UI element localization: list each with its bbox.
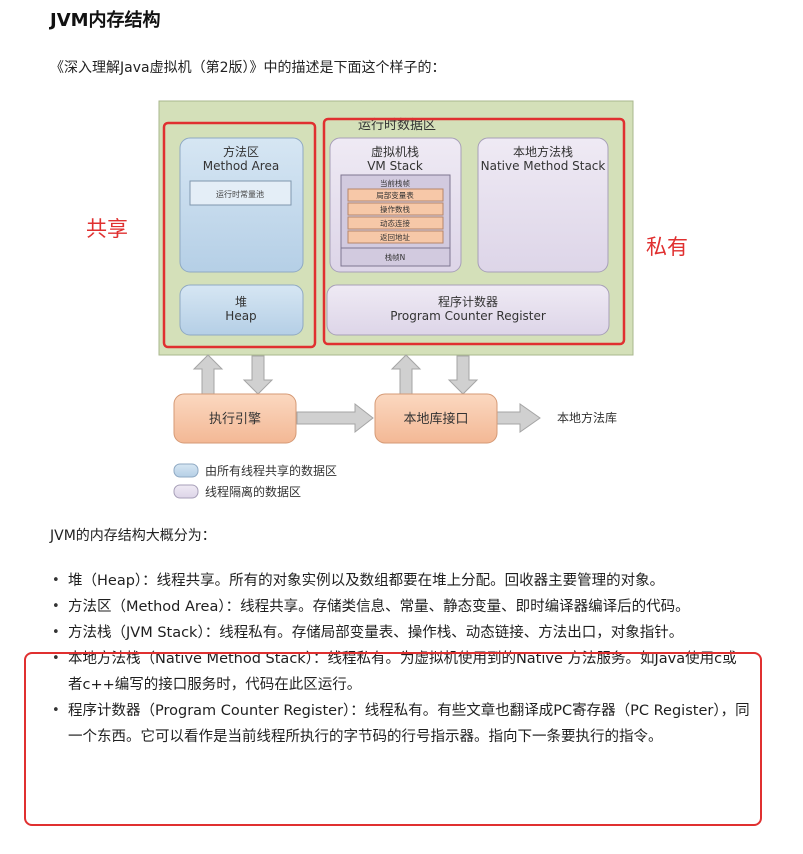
private-highlight: [322, 117, 626, 346]
frame-item: [347, 230, 444, 244]
arrow-down-icon: [447, 355, 479, 395]
shared-highlight: [162, 121, 317, 349]
private-items-highlight: [24, 652, 762, 826]
method-area-label: 方法区: [223, 144, 259, 159]
frame-item: [347, 188, 444, 202]
frame-item-label: 返回地址: [380, 232, 410, 242]
vm-stack-label-en: VM Stack: [367, 159, 423, 173]
runtime-constant-pool-label: 运行时常量池: [216, 189, 264, 199]
frame-item-label: 局部变量表: [376, 190, 414, 200]
heap-box: [179, 284, 304, 336]
native-method-stack-box: [477, 137, 609, 273]
heap-label: 堆: [235, 295, 247, 309]
runtime-constant-pool: [189, 180, 292, 206]
native-stack-label-en: Native Method Stack: [481, 159, 606, 173]
frame-item-label: 操作数栈: [380, 204, 410, 214]
pc-register-label-en: Program Counter Register: [390, 309, 546, 323]
execution-engine-label: 执行引擎: [209, 412, 261, 427]
execution-engine-box: [173, 393, 297, 444]
runtime-area-label: 运行时数据区: [358, 118, 436, 133]
shared-label: 共享: [86, 217, 128, 241]
legend-isolated-swatch: [173, 484, 199, 499]
jvm-memory-diagram: 运行时数据区 方法区 Method Area 运行时常量池 堆 Heap 虚拟机…: [86, 100, 688, 499]
arrow-up-icon: [390, 354, 422, 395]
arrow-up-icon: [192, 354, 224, 395]
legend-shared-swatch: [173, 463, 199, 478]
bullet-list: 堆（Heap）：线程共享。所有的对象实例以及数组都要在堆上分配。回收器主要管理的…: [50, 568, 750, 750]
method-area-label-en: Method Area: [203, 159, 279, 173]
list-item: 堆（Heap）：线程共享。所有的对象实例以及数组都要在堆上分配。回收器主要管理的…: [50, 568, 750, 594]
native-library-label: 本地方法库: [557, 410, 617, 425]
frame-item: [347, 216, 444, 230]
pc-register-box: [326, 284, 610, 336]
legend-isolated-label: 线程隔离的数据区: [205, 484, 301, 499]
pc-register-label: 程序计数器: [438, 294, 498, 309]
private-label: 私有: [646, 235, 688, 259]
intro-text: 《深入理解Java虚拟机（第2版）》中的描述是下面这个样子的：: [50, 60, 446, 76]
page-title: JVM内存结构: [50, 10, 161, 31]
native-interface-box: [374, 393, 498, 444]
summary-text: JVM的内存结构大概分为：: [50, 528, 216, 544]
arrow-right-icon: [496, 403, 541, 433]
list-item: 方法栈（JVM Stack）：线程私有。存储局部变量表、操作栈、动态链接、方法出…: [50, 620, 750, 646]
current-frame-label: 当前栈帧: [380, 178, 410, 188]
frame-n-label: 栈帧N: [385, 252, 406, 262]
arrow-right-icon: [296, 402, 374, 434]
frame-item-label: 动态连接: [380, 218, 410, 228]
native-stack-label: 本地方法栈: [513, 144, 573, 159]
legend-shared-label: 由所有线程共享的数据区: [205, 463, 337, 478]
vm-stack-label: 虚拟机栈: [371, 144, 419, 159]
native-interface-label: 本地库接口: [403, 411, 468, 427]
frame-item: [347, 202, 444, 216]
list-item: 方法区（Method Area）：线程共享。存储类信息、常量、静态变量、即时编译…: [50, 594, 750, 620]
heap-label-en: Heap: [225, 309, 256, 323]
arrow-down-icon: [242, 355, 274, 395]
list-item: 程序计数器（Program Counter Register）：线程私有。有些文…: [50, 698, 750, 750]
list-item: 本地方法栈（Native Method Stack）：线程私有。为虚拟机使用到的…: [50, 646, 750, 698]
